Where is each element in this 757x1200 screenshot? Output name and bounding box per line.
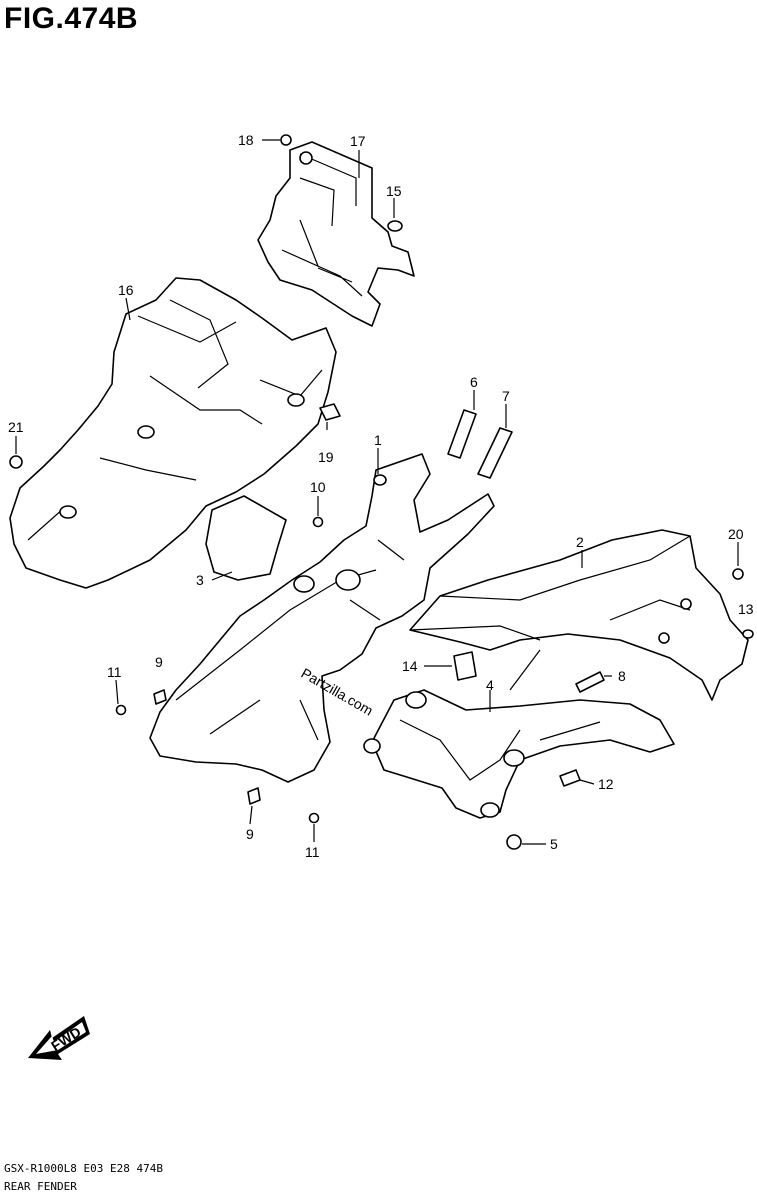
callout-13: 13 [738, 601, 754, 617]
part-16-fender-body [9, 277, 337, 589]
callout-21: 21 [8, 419, 24, 435]
part-3-flap [205, 495, 287, 581]
figure-title: FIG.474B [4, 2, 139, 35]
callout-20: 20 [728, 526, 744, 542]
callout-12: 12 [598, 776, 614, 792]
fastener-12-bolt [559, 769, 581, 787]
part-9-clip-b [247, 787, 261, 805]
fastener-20-screw [732, 568, 744, 580]
part-9-clip-a [153, 689, 167, 705]
callout-labels: 18 17 15 16 21 6 7 1 19 10 2 20 3 13 9 1… [8, 132, 754, 860]
callout-9b: 9 [246, 826, 254, 842]
callout-4: 4 [486, 677, 494, 693]
callout-11b: 11 [305, 844, 320, 860]
callout-8: 8 [618, 668, 626, 684]
callout-10: 10 [310, 479, 326, 495]
fastener-11b-screw [308, 812, 320, 824]
part-2-tail-cover [409, 529, 749, 701]
callout-3: 3 [196, 572, 204, 588]
fastener-5-nut [506, 834, 522, 850]
callout-15: 15 [386, 183, 402, 199]
fastener-11a-screw [115, 704, 127, 716]
fastener-21-nut [9, 455, 23, 469]
part-17-bracket [257, 141, 415, 327]
callout-9a: 9 [155, 654, 163, 670]
callout-5: 5 [550, 836, 558, 852]
callout-11a: 11 [107, 664, 122, 680]
figure-name: REAR FENDER [4, 1180, 77, 1193]
part-8-pad [575, 671, 605, 693]
callout-17: 17 [350, 133, 366, 149]
fastener-13-grommet [742, 629, 754, 639]
callout-18: 18 [238, 132, 254, 148]
callout-19: 19 [318, 449, 334, 465]
fastener-19-bolt [319, 403, 341, 421]
callout-7: 7 [502, 388, 510, 404]
fwd-arrow-icon: FWD [28, 1016, 90, 1060]
part-1-frame-bracket [149, 453, 495, 783]
callout-16: 16 [118, 282, 134, 298]
callout-2: 2 [576, 534, 584, 550]
callout-14: 14 [402, 658, 418, 674]
part-14-block [453, 651, 477, 681]
fastener-10-screw [312, 516, 324, 528]
fastener-18-screw [280, 134, 292, 146]
model-code: GSX-R1000L8 E03 E28 474B [4, 1162, 163, 1175]
part-4-rear-bracket [363, 689, 675, 819]
callout-6: 6 [470, 374, 478, 390]
part-6-strip [447, 409, 477, 459]
callout-1: 1 [374, 432, 382, 448]
part-7-strip [477, 427, 513, 479]
leader-lines [15, 139, 739, 845]
fastener-15-grommet [387, 220, 403, 232]
